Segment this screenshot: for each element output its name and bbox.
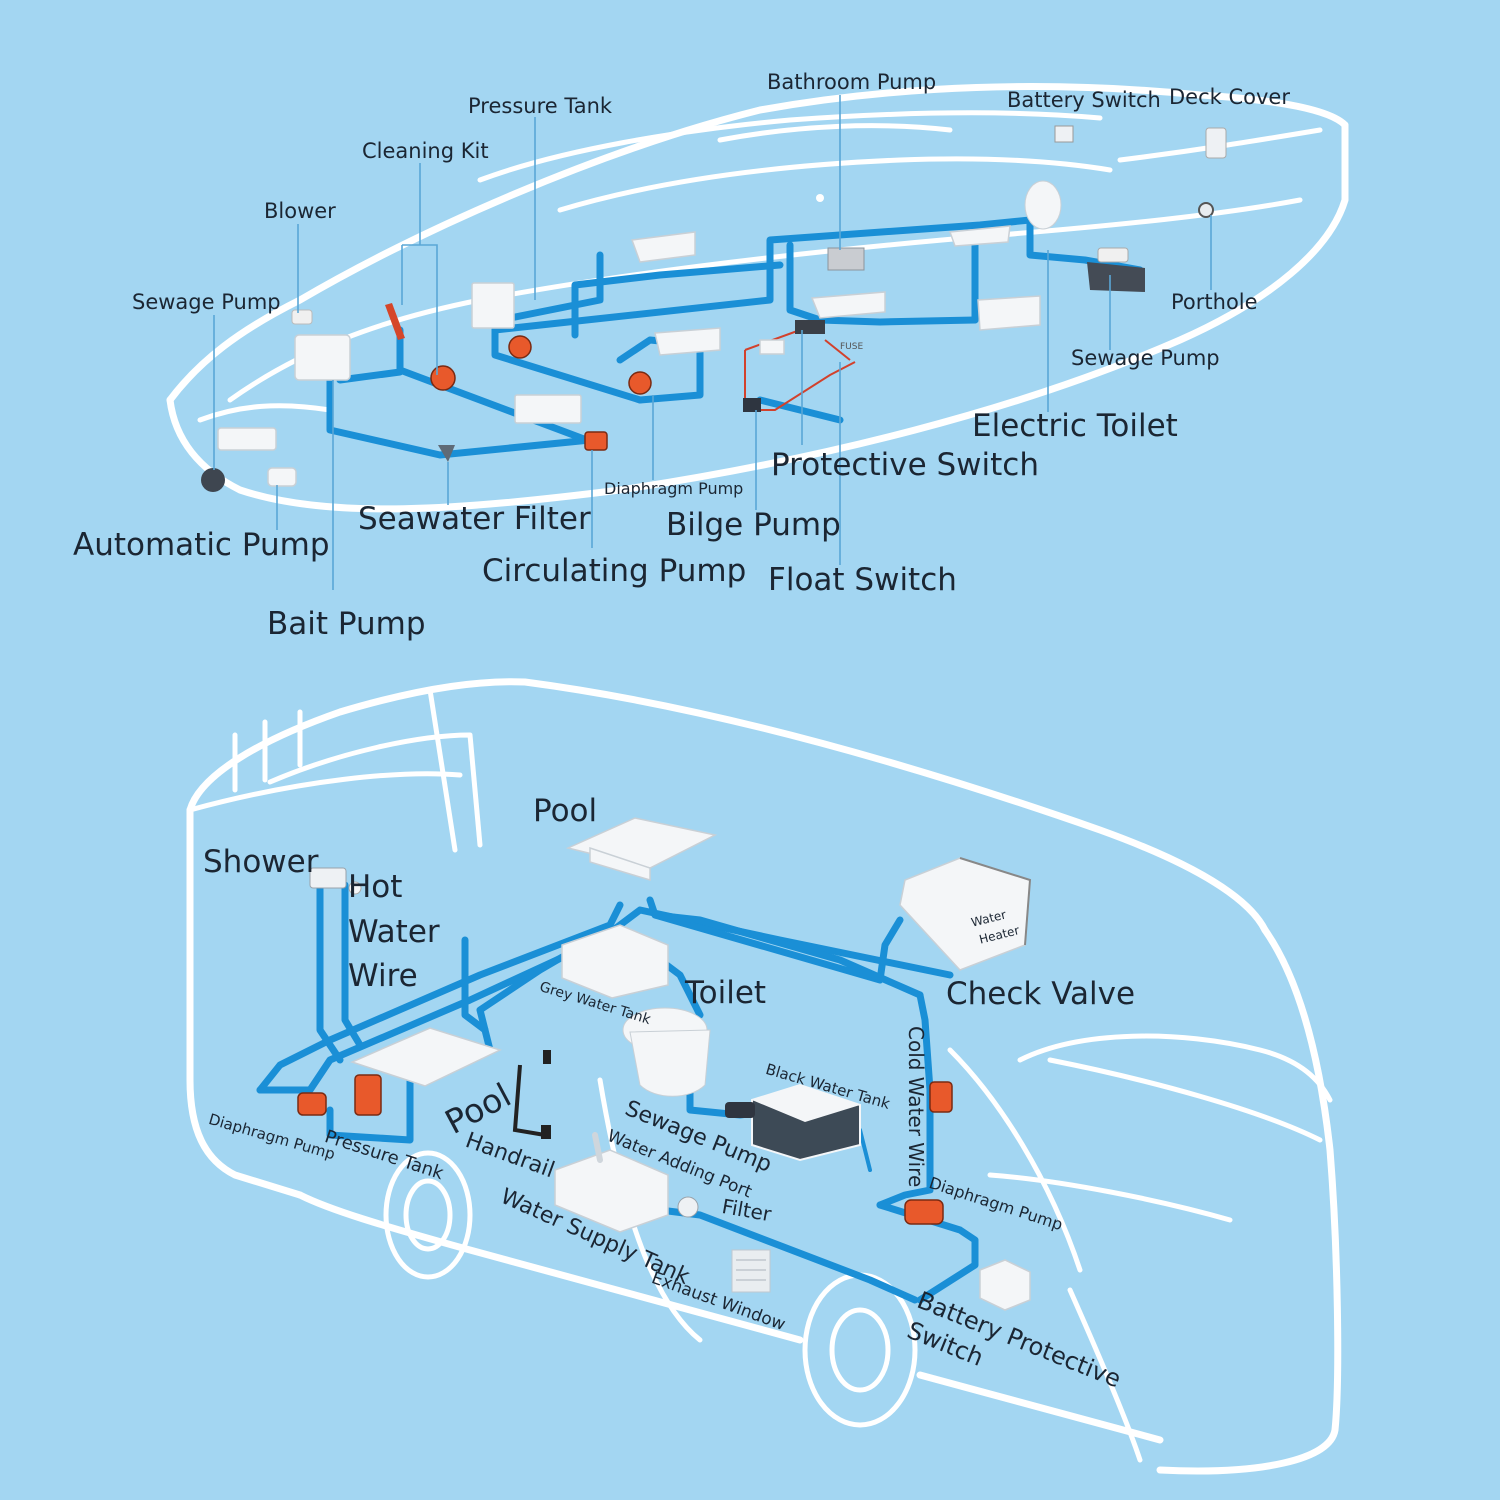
label-pool-top: Pool — [533, 793, 598, 829]
automatic-pump-body-icon — [267, 467, 297, 487]
shower-tray-icon — [654, 327, 721, 356]
boat-pipes — [326, 216, 1144, 459]
label-protective-switch: Protective Switch — [771, 447, 1039, 483]
cleaning-kit-icon — [385, 303, 405, 340]
label-porthole: Porthole — [1171, 290, 1258, 314]
pressure-tank-icon — [471, 282, 515, 329]
pool-bottom-sink-icon — [349, 1027, 503, 1087]
porthole-icon — [1198, 202, 1214, 218]
label-toilet: Toilet — [685, 975, 767, 1011]
label-diaphragm-pump: Diaphragm Pump — [604, 479, 744, 498]
label-hot: Hot — [348, 869, 403, 905]
rv-components — [297, 817, 1032, 1311]
sewage-pump-right-icon — [1097, 247, 1129, 263]
sewage-pump-icon — [725, 1102, 755, 1118]
rv-body-outline — [186, 678, 1342, 1475]
deck-cover-icon — [1205, 127, 1227, 159]
battery-switch-icon — [1054, 125, 1074, 143]
tank-icon — [977, 295, 1041, 331]
label-electric-toilet: Electric Toilet — [972, 408, 1178, 444]
grey-water-tank-icon — [561, 924, 669, 999]
label-deck-cover: Deck Cover — [1169, 85, 1290, 109]
label-wire: Wire — [348, 958, 418, 994]
label-seawater-filter: Seawater Filter — [358, 501, 591, 537]
bulb-icon — [816, 194, 824, 202]
pressure-tank-icon — [354, 1074, 382, 1116]
toilet-bowl-icon — [629, 1029, 711, 1097]
water-adding-port-icon — [592, 1132, 603, 1163]
automatic-pump-icon — [201, 468, 225, 492]
boat-leader-lines — [213, 95, 1212, 590]
handrail-icon — [512, 1064, 546, 1137]
label-float-switch: Float Switch — [768, 562, 957, 598]
label-blower: Blower — [264, 199, 336, 223]
basin-right-icon — [948, 225, 1011, 247]
diaphragm-pump-right-icon — [904, 1199, 944, 1225]
boat-hull-outline — [166, 83, 1349, 513]
label-bathroom-pump: Bathroom Pump — [767, 70, 937, 94]
label-cold-water-wire: Cold Water Wire — [904, 1026, 928, 1188]
sewage-pump-left-icon — [291, 309, 313, 325]
front-wheel — [802, 1272, 918, 1428]
boat-components — [201, 125, 1227, 492]
electric-toilet-icon — [1024, 180, 1062, 230]
label-shower: Shower — [203, 844, 319, 880]
bait-tank-icon — [294, 334, 351, 381]
shower-mixer-icon — [309, 867, 347, 889]
label-sewage-pump-right: Sewage Pump — [1071, 346, 1220, 370]
pressure-pump-icon — [508, 335, 532, 359]
water-supply-tank-icon — [554, 1149, 669, 1233]
label-water: Water — [348, 914, 440, 950]
circulating-pump-icon — [584, 431, 608, 451]
bilge-pump-icon — [743, 398, 761, 412]
label-bilge-pump: Bilge Pump — [666, 507, 841, 543]
cleaning-pump-icon — [430, 365, 456, 391]
rear-wheel — [383, 1150, 473, 1280]
shower-head-icon — [348, 881, 362, 895]
livewell-icon — [217, 427, 277, 451]
breaker-icon — [759, 339, 785, 355]
check-valve-pump-icon — [929, 1081, 953, 1113]
blower-grille-icon — [514, 394, 582, 424]
seawater-filter-icon — [438, 445, 455, 462]
label-circulating-pump: Circulating Pump — [482, 553, 747, 589]
label-check-valve: Check Valve — [946, 976, 1136, 1012]
label-cleaning-kit: Cleaning Kit — [362, 139, 489, 163]
basin-icon — [810, 291, 886, 319]
label-sewage-pump-left: Sewage Pump — [132, 290, 281, 314]
sewage-tank-icon — [1087, 262, 1145, 292]
diaphragm-pump-left-icon — [297, 1092, 327, 1116]
diaphragm-pump-icon — [628, 371, 652, 395]
rv-pipes — [256, 876, 979, 1304]
label-battery-switch: Battery Switch — [1007, 88, 1161, 112]
bathroom-pump-icon — [827, 247, 865, 271]
exhaust-window-icon — [731, 1249, 771, 1293]
protective-switch-icon — [795, 320, 825, 334]
battery-protective-switch-icon — [979, 1259, 1031, 1311]
label-pressure-tank: Pressure Tank — [468, 94, 613, 118]
label-automatic-pump: Automatic Pump — [73, 527, 330, 563]
filter-icon — [677, 1196, 699, 1218]
label-fuse: FUSE — [840, 342, 864, 352]
sink-icon — [630, 231, 696, 263]
label-bait-pump: Bait Pump — [267, 606, 426, 642]
